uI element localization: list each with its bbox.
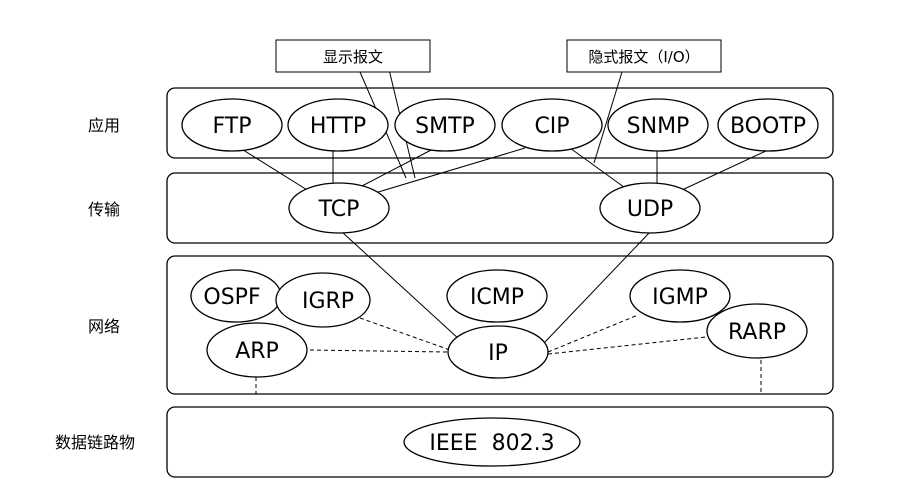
udp-node — [599, 182, 701, 234]
edge-arp-ip — [309, 349, 448, 353]
igrp-label: IGRP — [302, 289, 354, 314]
tcp-node — [288, 182, 390, 234]
ospf-label: OSPF — [203, 285, 260, 310]
icmp-label: ICMP — [470, 285, 524, 310]
cip-node — [501, 98, 603, 152]
transport-layer-label: 传输 — [88, 200, 120, 219]
application-layer-label: 应用 — [88, 116, 120, 135]
edge-ip-igmp — [547, 314, 639, 353]
ftp-node — [181, 98, 283, 152]
udp-label: UDP — [627, 197, 673, 222]
explicit-message-label: 显示报文 — [323, 48, 383, 66]
network-layer-label: 网络 — [88, 317, 120, 336]
edge-igrp-ip — [359, 317, 451, 351]
transport-layer-box — [166, 172, 834, 244]
smtp-node — [394, 98, 496, 152]
bootp-label: BOOTP — [730, 114, 806, 139]
snmp-node — [607, 98, 709, 152]
igmp-node — [629, 269, 731, 323]
cip-label: CIP — [534, 114, 569, 139]
edge-cip-udp — [569, 147, 629, 191]
implicit-message-callout — [566, 39, 722, 73]
igrp-node — [275, 272, 371, 328]
ieee-802-3-label: IEEE 802.3 — [429, 431, 554, 456]
edge-bootp-udp — [681, 149, 769, 191]
arp-node — [206, 322, 308, 378]
edge-tcp-ip — [341, 231, 461, 341]
http-node — [287, 98, 389, 152]
edge-udp-ip — [544, 231, 651, 343]
igmp-label: IGMP — [652, 285, 708, 310]
edge-smtp-tcp — [359, 147, 436, 188]
callout-pointer-implicit — [593, 71, 623, 164]
http-label: HTTP — [310, 114, 366, 139]
bootp-node — [717, 98, 819, 152]
icmp-node — [446, 269, 548, 323]
ip-node — [447, 325, 549, 379]
ip-label: IP — [488, 341, 508, 366]
smtp-label: SMTP — [415, 114, 475, 139]
tcp-label: TCP — [318, 197, 360, 222]
explicit-message-callout — [275, 39, 431, 73]
edge-ip-rarp — [547, 336, 707, 355]
implicit-message-label: 隐式报文（I/O） — [588, 48, 699, 66]
ftp-label: FTP — [213, 114, 252, 139]
ieee-802-3-node — [403, 417, 581, 467]
datalink-layer-label: 数据链路物 — [55, 433, 135, 452]
rarp-label: RARP — [728, 320, 786, 345]
rarp-node — [706, 303, 808, 359]
edge-cip-tcp — [374, 147, 526, 194]
arp-label: ARP — [235, 339, 279, 364]
snmp-label: SNMP — [627, 114, 690, 139]
